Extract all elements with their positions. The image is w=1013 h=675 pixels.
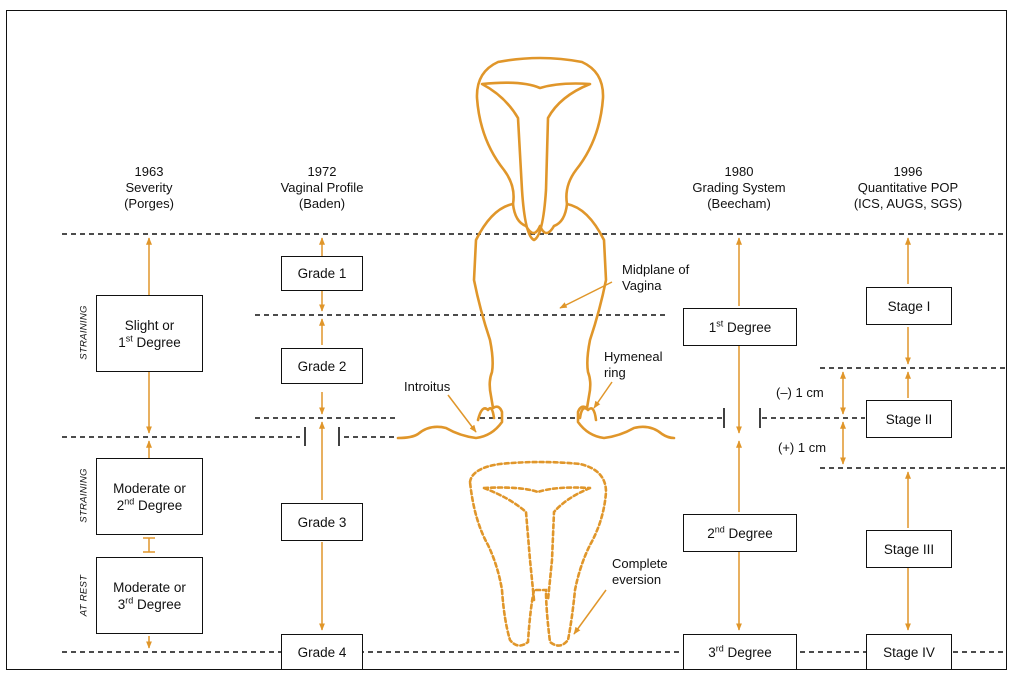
side-label-straining-2: STRAINING [78,468,90,523]
ordinal: 1 [708,319,717,335]
side-label-straining-1: STRAINING [78,305,90,360]
baden-grade-1: Grade 1 [281,256,363,291]
header-1980-name: Grading System [692,180,785,195]
beecham-degree-1: 1st Degree [683,308,797,346]
baden-grade-4: Grade 4 [281,634,363,670]
ordinal-suffix: rd [125,595,134,605]
pop-stage-4: Stage IV [866,634,952,670]
ordinal-suffix: nd [124,496,135,506]
porges-box-1: Slight or 1st Degree [96,295,203,372]
header-1963-author: (Porges) [124,196,174,211]
hymeneal-label: Hymeneal ring [604,349,663,381]
porges-box-3-line1: Moderate or [113,579,186,595]
degree-word: Degree [723,644,772,660]
baden-grade-2: Grade 2 [281,348,363,384]
ordinal: 1 [118,334,126,350]
beecham-degree-2: 2nd Degree [683,514,797,552]
baden-grade-3: Grade 3 [281,503,363,541]
hymeneal-line2: ring [604,365,626,380]
everted-cavity [482,486,592,602]
header-1972-author: (Baden) [299,196,345,211]
hymeneal-line1: Hymeneal [604,349,663,364]
header-1963-name: Severity [126,180,173,195]
ordinal: 3 [117,596,126,612]
ordinal-suffix: rd [715,643,724,653]
midplane-pointer [559,281,613,309]
pop-stage-1: Stage I [866,287,952,325]
header-1980-author: (Beecham) [707,196,771,211]
introitus-label: Introitus [404,379,451,394]
midplane-line2: Vagina [622,278,662,293]
beecham-degree-3: 3rd Degree [683,634,797,670]
ordinal-suffix: st [716,318,724,328]
uterine-cavity [480,81,592,242]
eversion-pointer [573,589,607,635]
degree-word: Degree [132,334,181,350]
pop-stage-3: Stage III [866,530,952,568]
ordinal: 2 [116,497,125,513]
header-1980-year: 1980 [725,164,754,179]
hymen-left [476,406,496,422]
header-1972-year: 1972 [308,164,337,179]
plus-1cm-label: (+) 1 cm [778,440,827,455]
introitus-pointer [447,394,477,433]
cervix [511,202,569,235]
ordinal: 3 [708,644,716,660]
ordinal-suffix: st [125,333,133,343]
hymen-right [578,406,598,422]
degree-word: Degree [724,525,773,541]
side-label-at-rest: AT REST [78,574,90,617]
header-1996-author: (ICS, AUGS, SGS) [854,196,962,211]
pop-stage-2: Stage II [866,400,952,438]
degree-word: Degree [133,596,182,612]
ordinal: 2 [707,525,715,541]
midplane-label: Midplane of Vagina [622,262,689,294]
uterus-outline [396,56,676,440]
hymeneal-pointer [593,381,613,409]
degree-word: Degree [134,497,183,513]
eversion-line1: Complete [612,556,668,571]
degree-word: Degree [723,319,772,335]
porges-box-1-line1: Slight or [124,317,175,333]
figure-frame [6,10,1007,670]
eversion-label: Complete eversion [612,556,668,588]
header-1996-year: 1996 [894,164,923,179]
everted-outline [468,460,608,647]
porges-box-2: Moderate or 2nd Degree [96,458,203,535]
midplane-line1: Midplane of [622,262,690,277]
header-1963-year: 1963 [135,164,164,179]
eversion-line2: eversion [612,572,662,587]
minus-1cm-label: (–) 1 cm [776,385,824,400]
ordinal-suffix: nd [714,524,725,534]
header-1972-name: Vaginal Profile [281,180,364,195]
porges-box-3: Moderate or 3rd Degree [96,557,203,634]
porges-box-2-line1: Moderate or [113,480,186,496]
header-1996-name: Quantitative POP [858,180,958,195]
